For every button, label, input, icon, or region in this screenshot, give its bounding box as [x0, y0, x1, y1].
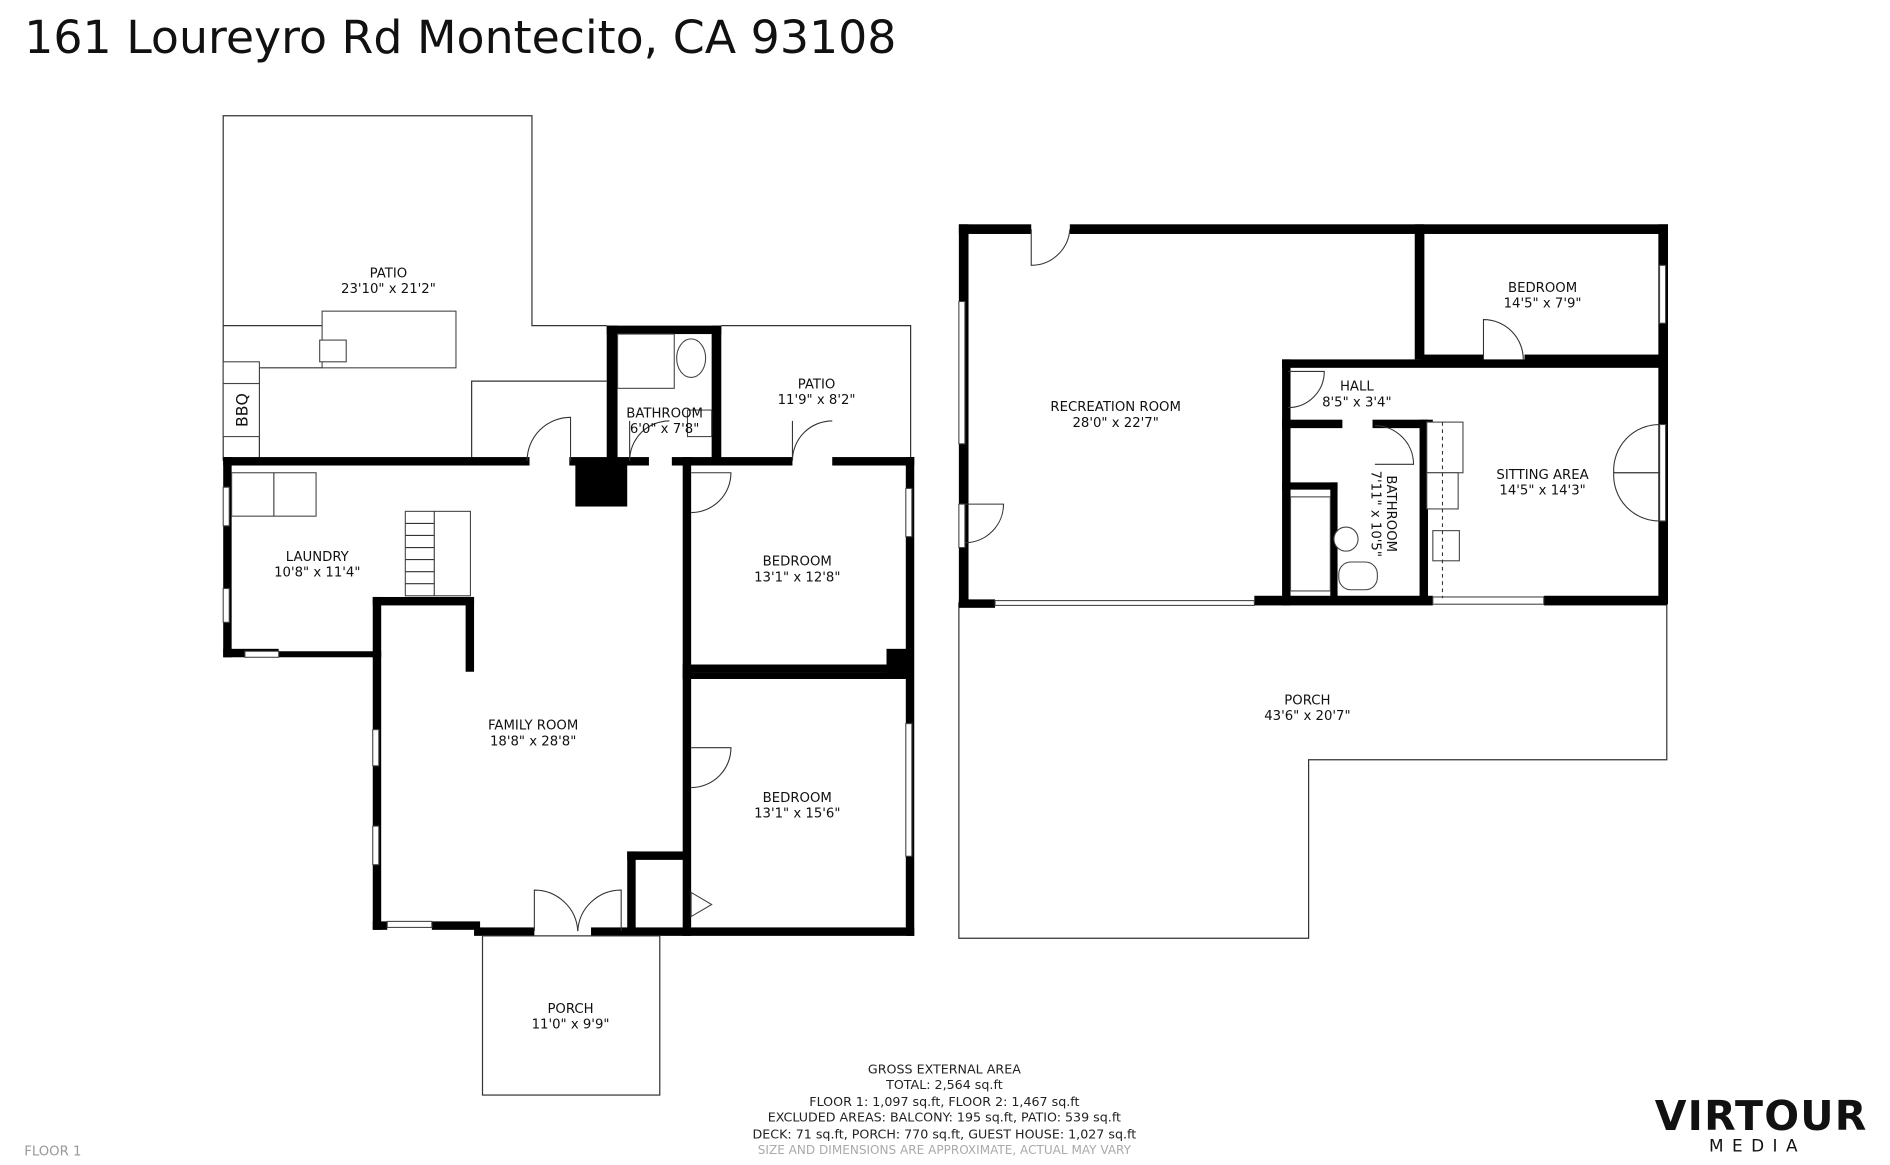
area-summary: GROSS EXTERNAL AREA TOTAL: 2,564 sq.ft F… — [753, 1061, 1137, 1157]
room-name: PORCH — [1284, 693, 1330, 708]
page-title: 161 Loureyro Rd Montecito, CA 93108 — [24, 10, 896, 64]
walls-right-house — [958, 224, 1668, 939]
room-dims: 8'5" x 3'4" — [1322, 395, 1391, 410]
room-dims: 10'8" x 11'4" — [274, 565, 360, 580]
room-name: SITTING AREA — [1496, 468, 1588, 483]
room-dims: 14'5" x 14'3" — [1499, 483, 1585, 498]
room-dims: 43'6" x 20'7" — [1264, 709, 1350, 724]
walls-left-house — [222, 325, 915, 936]
room-dims: 23'10" x 21'2" — [341, 282, 436, 297]
area-heading: GROSS EXTERNAL AREA — [868, 1061, 1021, 1076]
room-name: BEDROOM — [763, 791, 832, 806]
room-dims: 13'1" x 15'6" — [754, 807, 840, 822]
chimney — [575, 460, 628, 507]
area-excluded-2: DECK: 71 sq.ft, PORCH: 770 sq.ft, GUEST … — [753, 1126, 1137, 1141]
area-excluded: EXCLUDED AREAS: BALCONY: 195 sq.ft, PATI… — [768, 1110, 1121, 1125]
room-name: BEDROOM — [763, 555, 832, 570]
room-name: RECREATION ROOM — [1050, 400, 1181, 415]
room-name: LAUNDRY — [286, 550, 350, 565]
room-dims: 14'5" x 7'9" — [1504, 297, 1582, 312]
room-name: BATHROOM — [626, 406, 703, 421]
room-dims: 13'1" x 12'8" — [754, 570, 840, 585]
room-labels: PATIO 23'10" x 21'2" BATHROOM 6'0" x 7'8… — [274, 266, 1589, 1032]
room-name: HALL — [1340, 380, 1374, 395]
area-total: TOTAL: 2,564 sq.ft — [885, 1077, 1003, 1092]
bbq-label: BBQ — [232, 393, 251, 427]
floor-label: FLOOR 1 — [24, 1144, 81, 1159]
room-dims: 7'11" x 10'5" — [1367, 471, 1382, 557]
logo-subtext: MEDIA — [1709, 1136, 1806, 1156]
room-name: BATHROOM — [1383, 475, 1398, 552]
room-dims: 18'8" x 28'8" — [490, 734, 576, 749]
virtour-logo: VIRTOUR MEDIA — [1655, 1092, 1868, 1156]
patio-outlines — [222, 115, 912, 461]
bbq-fixture — [222, 382, 260, 438]
room-name: PATIO — [798, 377, 836, 392]
room-name: BEDROOM — [1508, 281, 1577, 296]
disclaimer: SIZE AND DIMENSIONS ARE APPROXIMATE, ACT… — [758, 1143, 1132, 1157]
logo-text: VIRTOUR — [1655, 1092, 1868, 1140]
room-name: PATIO — [370, 266, 408, 281]
room-dims: 6'0" x 7'8" — [630, 422, 699, 437]
room-dims: 11'9" x 8'2" — [778, 393, 856, 408]
area-floors: FLOOR 1: 1,097 sq.ft, FLOOR 2: 1,467 sq.… — [809, 1094, 1079, 1109]
fixtures-left — [231, 333, 833, 1096]
room-dims: 11'0" x 9'9" — [532, 1018, 610, 1033]
room-dims: 28'0" x 22'7" — [1072, 416, 1158, 431]
room-name: FAMILY ROOM — [488, 719, 578, 734]
room-name: PORCH — [547, 1002, 593, 1017]
